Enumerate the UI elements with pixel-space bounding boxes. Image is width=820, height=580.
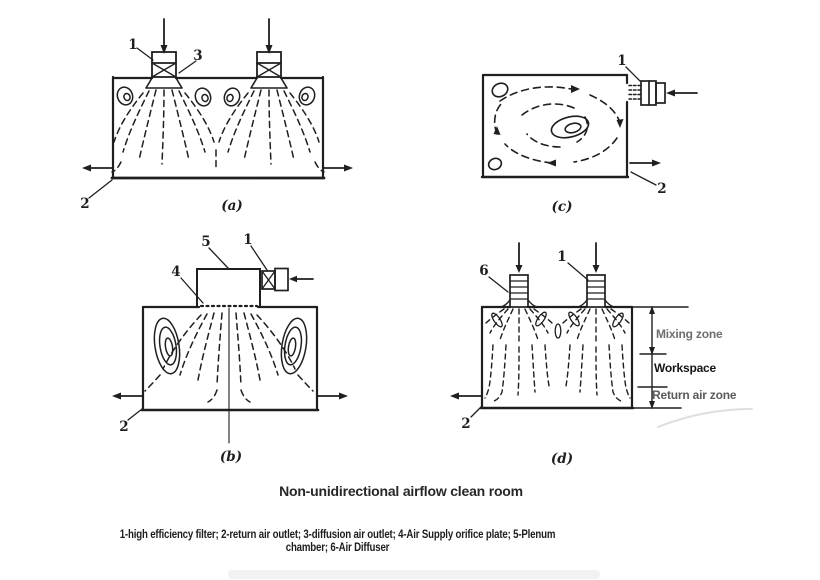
- panel-a-supply-arrow-icons: [160, 18, 273, 54]
- panel-d-label-filter: 1: [557, 249, 567, 265]
- panel-b-filter: [261, 267, 289, 292]
- panel-a-room: [110, 75, 326, 180]
- panel-b-vortices: [153, 317, 308, 375]
- figure-legend-line-1: 1-high efficiency filter; 2-return air o…: [119, 529, 556, 541]
- panel-d-return-arrow: [450, 392, 483, 400]
- panel-a-filter-left: [145, 51, 183, 89]
- panel-b-label-return-outlet: 2: [119, 419, 129, 435]
- panel-d-label-air-diffuser: 6: [479, 263, 489, 279]
- panel-a-label-return-outlet: 2: [80, 196, 90, 212]
- figure-title: Non-unidirectional airflow clean room: [279, 483, 523, 499]
- panel-d-room: [479, 305, 635, 410]
- panel-c-room: [480, 73, 630, 179]
- panel-c-return-arrow: [629, 159, 661, 167]
- panel-b-streamlines: [144, 312, 314, 403]
- panel-b-leader-lines: [127, 245, 268, 421]
- panel-a-label-filter: 1: [128, 37, 138, 53]
- panel-d-zone-label-mixing: Mixing zone: [656, 327, 723, 341]
- panel-b-return-arrow-left: [112, 392, 144, 400]
- panel-b-art: [112, 245, 348, 444]
- panel-b-return-arrow-right: [316, 392, 348, 400]
- panel-b-caption: (b): [219, 449, 243, 465]
- panel-d-streamlines: [484, 344, 631, 402]
- panel-c-corner-eddies: [487, 82, 509, 171]
- panel-d-art: [450, 242, 753, 428]
- panel-b-label-filter: 1: [243, 232, 253, 248]
- panel-c-swirl-center: [550, 115, 590, 139]
- panel-d-supply-arrow-icons: [515, 242, 600, 273]
- panel-a-leader-lines: [88, 47, 197, 199]
- panel-c-leader-lines: [625, 66, 657, 186]
- bottom-scan-smudge: [228, 570, 600, 579]
- panel-c-label-return-outlet: 2: [657, 181, 667, 197]
- panel-c-art: [480, 66, 698, 186]
- panel-d-leader-lines: [470, 262, 589, 418]
- panel-d-zone-dimension-arrowheads: [649, 306, 655, 409]
- panel-b-room: [140, 305, 320, 412]
- panel-a-streamlines: [111, 89, 325, 173]
- panel-c-swirl-arrowheads: [493, 85, 624, 167]
- figure-legend-line-2: chamber; 6-Air Diffuser: [285, 542, 390, 554]
- panel-c-filter: [628, 80, 666, 106]
- panel-d-mixing-fans: [485, 308, 630, 343]
- panel-b-label-plenum-chamber: 5: [201, 234, 211, 250]
- panel-d-diffuser-right: [577, 274, 615, 308]
- panel-d-leaf-eddies: [491, 311, 624, 339]
- panel-c-swirl: [493, 86, 621, 164]
- panel-a-filter-right: [250, 51, 288, 89]
- panel-a-eddies: [116, 86, 316, 107]
- panel-a-label-diffusion-outlet: 3: [193, 48, 203, 64]
- panel-b-plenum-chamber: [196, 268, 261, 308]
- panel-a-return-arrow-right: [322, 164, 353, 172]
- panel-d-zone-label-return: Return air zone: [652, 388, 737, 402]
- scan-artifact-curve: [657, 408, 753, 428]
- panel-a-art: [82, 18, 353, 199]
- panel-b-supply-arrow: [289, 275, 314, 283]
- panel-c-caption: (c): [551, 199, 573, 215]
- panel-d-diffuser-left: [500, 274, 538, 308]
- panel-a-caption: (a): [221, 198, 243, 214]
- panel-d-caption: (d): [550, 451, 574, 467]
- panel-a-return-arrow-left: [82, 164, 114, 172]
- panel-c-supply-arrow: [666, 89, 698, 97]
- panel-b-label-orifice-plate: 4: [171, 264, 181, 280]
- panel-c-label-filter: 1: [617, 53, 627, 69]
- panel-d-label-return-outlet: 2: [461, 416, 471, 432]
- panel-d-zone-dimension-lines: [631, 306, 689, 409]
- figure-legend: 1-high efficiency filter; 2-return air o…: [55, 529, 620, 555]
- panel-d-zone-label-workspace: Workspace: [654, 361, 717, 375]
